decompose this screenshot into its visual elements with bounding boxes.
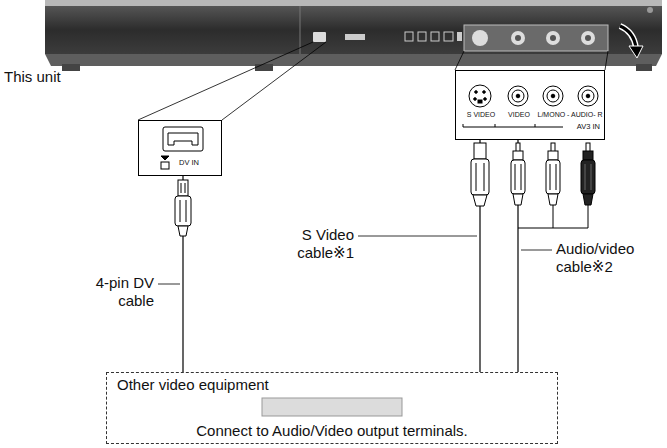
inset-lines — [138, 42, 608, 120]
port-label: S VIDEO — [467, 111, 495, 119]
equipment-name: Other video equipment — [117, 376, 269, 393]
dv-plug — [175, 180, 191, 236]
open-flap-arrow — [620, 26, 643, 58]
terminal-name: AV3 IN — [577, 123, 600, 132]
av-ports — [463, 85, 598, 127]
port-label: DV IN — [179, 159, 199, 168]
port-inset: DV IN — [138, 120, 222, 176]
unit-body — [45, 0, 662, 71]
port-inset: S VIDEO VIDEO L/MONO - AUDIO- R AV3 IN — [455, 70, 605, 140]
front-terminals — [313, 25, 608, 51]
cable-label: 4-pin DV cable — [84, 274, 154, 310]
port-label: L/MONO - AUDIO- R — [538, 111, 603, 119]
port-label: VIDEO — [508, 111, 530, 119]
label-leaders — [158, 236, 552, 284]
cable-label: S Video cable※1 — [282, 226, 354, 262]
cable-label: Audio/video cable※2 — [556, 240, 660, 276]
s-video-plug — [471, 143, 489, 206]
instruction-text: Connect to Audio/Video output terminals. — [196, 422, 468, 439]
unit-label: This unit — [4, 68, 94, 86]
equipment-box: Other video equipmentConnect to Audio/Vi… — [106, 372, 558, 444]
equipment-panel — [262, 398, 402, 416]
dv-port — [161, 127, 203, 169]
rca-plugs — [511, 143, 595, 228]
